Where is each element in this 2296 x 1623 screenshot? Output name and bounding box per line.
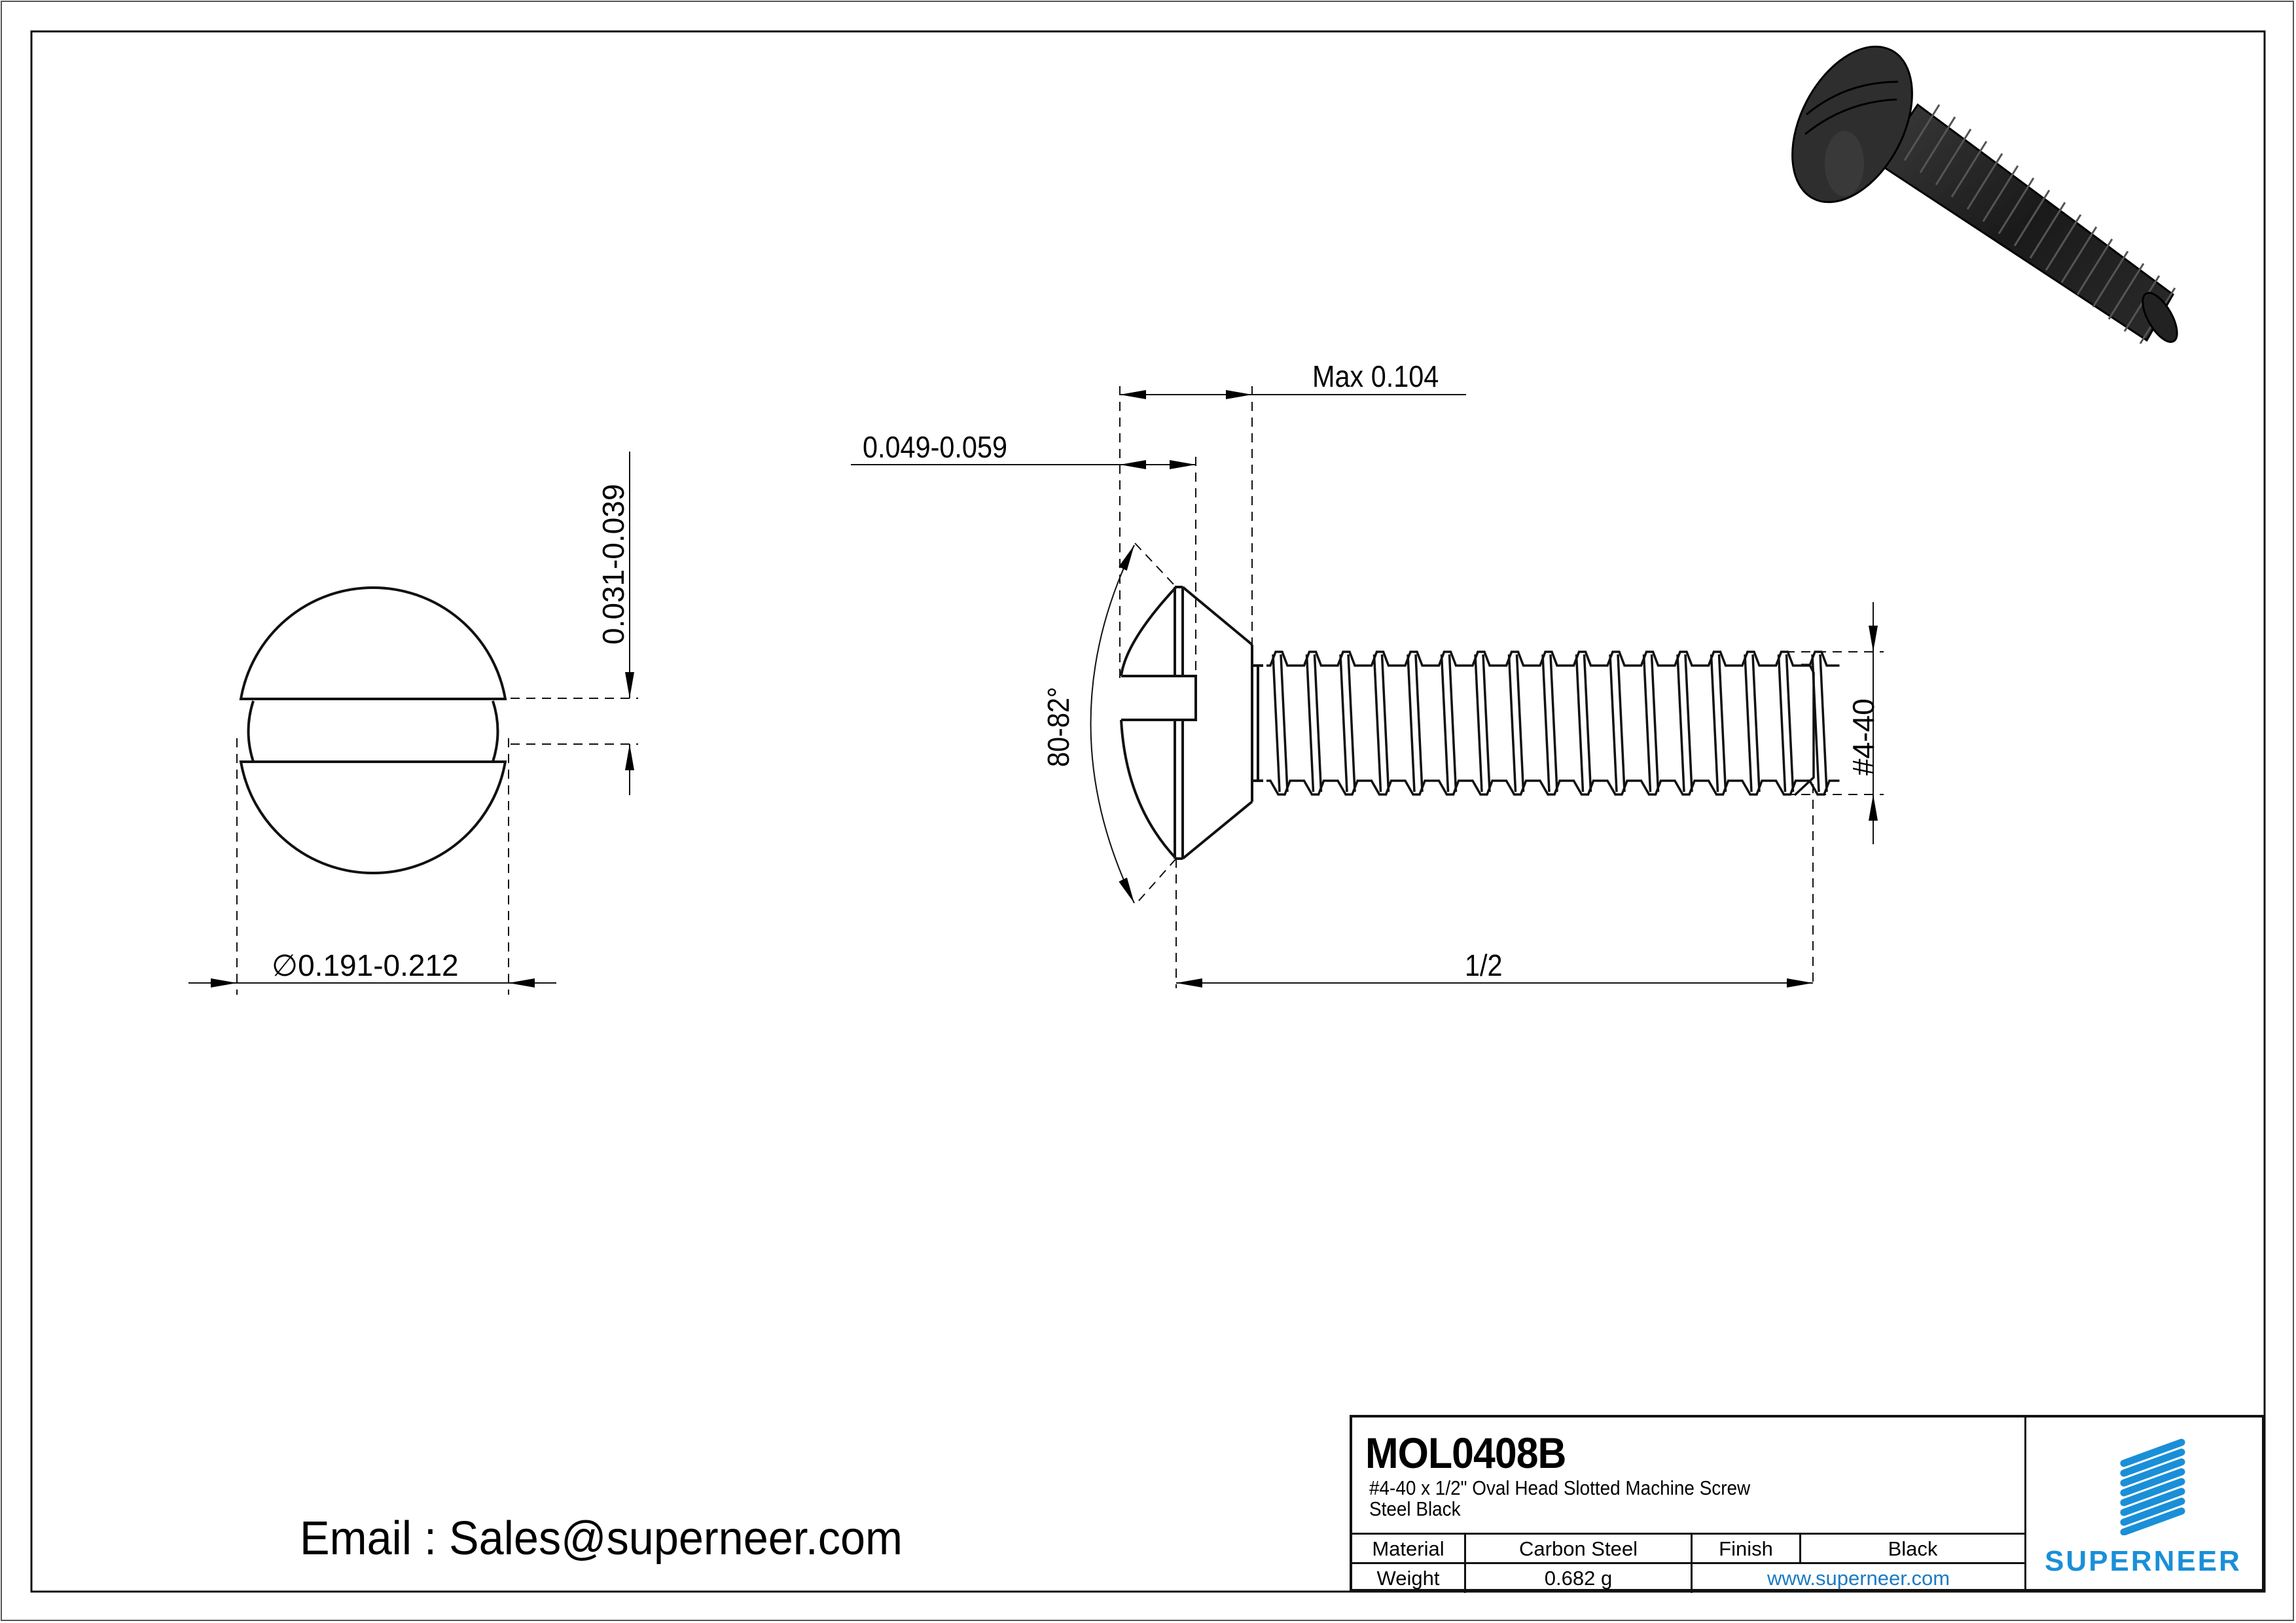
finish-value: Black <box>1888 1537 1938 1560</box>
part-number: MOL0408B <box>1365 1429 1566 1477</box>
weight-value: 0.682 g <box>1466 1564 1693 1593</box>
weight-row: Weight 0.682 g www.superneer.com <box>1352 1562 2024 1593</box>
diameter-symbol-icon: ∅ <box>272 948 298 982</box>
brand-logo: SUPERNEER <box>2024 1418 2262 1589</box>
dim-head-diameter: ∅0.191-0.212 <box>272 948 459 982</box>
thread-profile <box>1266 651 1840 796</box>
top-view-dimension-lines <box>188 452 634 988</box>
contact-email[interactable]: Email : Sales@superneer.com <box>300 1512 903 1565</box>
brand-name: SUPERNEER <box>2045 1545 2242 1577</box>
finish-label: Finish <box>1693 1535 1801 1563</box>
website-link[interactable]: www.superneer.com <box>1767 1567 1950 1590</box>
dim-head-max-height: Max 0.104 <box>1312 359 1439 393</box>
superneer-stripes-icon <box>2120 1438 2185 1535</box>
material-label: Material <box>1352 1535 1466 1563</box>
side-view-screw <box>1120 586 1263 860</box>
material-value: Carbon Steel <box>1466 1535 1693 1563</box>
title-block: MOL0408B #4-40 x 1/2" Oval Head Slotted … <box>1350 1415 2265 1593</box>
inner-frame <box>30 30 2266 1593</box>
dim-head-edge-thickness: 0.049-0.059 <box>863 430 1007 464</box>
dim-length: 1/2 <box>1465 948 1503 982</box>
dim-thread-size: #4-40 <box>1846 698 1880 776</box>
side-view-dimension-lines <box>851 390 1878 988</box>
title-block-info: MOL0408B #4-40 x 1/2" Oval Head Slotted … <box>1352 1418 2026 1593</box>
top-view-head <box>239 586 507 874</box>
screw-3d-image <box>1791 45 2178 344</box>
top-view-extension-lines <box>236 698 638 995</box>
dim-slot-width: 0.031-0.039 <box>596 484 630 645</box>
isometric-3d-render <box>1791 45 2178 344</box>
side-view-extension-lines <box>1119 386 1884 988</box>
dim-head-angle: 80-82° <box>1041 687 1075 767</box>
weight-label: Weight <box>1352 1564 1466 1593</box>
material-finish-row: Material Carbon Steel Finish Black <box>1352 1533 2024 1563</box>
part-description: #4-40 x 1/2" Oval Head Slotted Machine S… <box>1369 1476 1751 1520</box>
